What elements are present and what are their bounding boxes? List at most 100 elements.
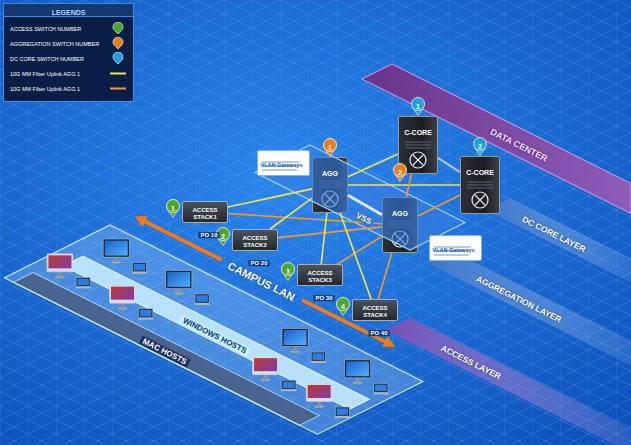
uplink-connector — [438, 158, 460, 172]
band-label: ACCESS LAYER — [439, 343, 502, 381]
laptop-lid — [195, 294, 209, 303]
legend-title: LEGENDS — [52, 9, 86, 16]
legend-text: 10G MM Fiber Uplink AGG 1 — [10, 86, 80, 92]
monitor-frame — [345, 360, 371, 378]
laptop-screen — [77, 279, 89, 286]
gateway-line — [434, 254, 469, 255]
laptop-lid — [282, 380, 296, 389]
access-switch: ACCESS STACK1 — [182, 201, 228, 223]
location-pin — [282, 263, 295, 281]
switch-name: AGG — [322, 170, 338, 178]
laptop — [373, 383, 389, 394]
vent-line — [405, 142, 431, 143]
monitor-screen — [105, 241, 128, 256]
monitor-frame — [282, 329, 308, 347]
uplink-connector — [338, 236, 382, 264]
gateway-title: VLAN Gateways — [433, 247, 475, 254]
laptop-base — [281, 389, 297, 391]
legend-row: 10G MM Fiber Uplink AGG 1 — [10, 66, 127, 81]
vent-line — [405, 148, 431, 149]
port-channel-label: PO 10 — [198, 232, 219, 238]
legend-row: ACCESS SWITCH NUMBER — [10, 21, 127, 36]
label-holder: 2 — [221, 225, 225, 243]
callout-number: 3 — [286, 268, 290, 275]
access-switch: ACCESS STACK4 — [352, 299, 398, 321]
access-switch: ACCESS STACK3 — [297, 264, 343, 286]
gateway-title: VLAN Gateways — [261, 162, 303, 169]
pin-head — [412, 98, 425, 111]
monitor-screen — [284, 330, 307, 345]
laptop-lid — [139, 309, 153, 318]
switch-name: ACCESS STACK3 — [301, 270, 339, 284]
gateway-box: VLAN Gateways — [429, 235, 482, 261]
switch-name: ACCESS STACK2 — [236, 235, 274, 249]
laptop-base — [194, 303, 210, 305]
laptop-base — [334, 416, 350, 418]
switch-emblem — [410, 152, 426, 168]
switch-name: C-CORE — [466, 169, 494, 177]
callout-number: 1 — [416, 103, 420, 110]
gateway-line — [262, 165, 293, 166]
pin-head — [474, 138, 487, 151]
port-channel-label: PO 40 — [368, 330, 389, 336]
monitor-screen — [254, 358, 277, 371]
laptop-lid — [335, 407, 349, 416]
label-holder: 1 — [416, 95, 420, 113]
legend-line-sample — [110, 88, 126, 90]
label-holder: 1 — [171, 197, 175, 215]
laptop-screen — [283, 381, 295, 388]
laptop-base — [132, 272, 148, 274]
legend-sample — [109, 52, 127, 65]
legend-sample — [109, 67, 127, 80]
layer-band: DC CORE LAYER — [486, 198, 631, 283]
port-channel-label: PO 30 — [313, 295, 334, 301]
switch-name: C-CORE — [404, 129, 432, 137]
location-pin — [394, 164, 407, 182]
uplink-connector — [278, 227, 382, 238]
legend-box: LEGENDS ACCESS SWITCH NUMBER AGGREGATION S… — [3, 3, 134, 102]
laptop — [138, 309, 154, 320]
band-label: DC CORE LAYER — [521, 214, 588, 254]
legend-line-sample — [110, 73, 126, 75]
pin-head — [324, 139, 337, 152]
vent-line — [405, 145, 431, 146]
label-holder: PO 30 — [313, 286, 334, 304]
access-switch: ACCESS STACK2 — [232, 229, 278, 251]
region-fill — [5, 225, 423, 434]
laptop-screen — [337, 408, 349, 415]
label-holder: 2 — [398, 161, 402, 179]
uplink-connector — [348, 184, 460, 186]
label-holder: LEGENDS — [4, 4, 133, 19]
laptop — [132, 263, 148, 274]
laptop-base — [373, 392, 389, 394]
legend-sample — [109, 82, 127, 95]
callout-number: 4 — [341, 303, 345, 310]
location-pin — [167, 200, 180, 218]
legend-text: AGGREGATION SWITCH NUMBER — [10, 41, 99, 47]
monitor-frame — [47, 254, 73, 272]
laptop — [75, 277, 91, 288]
laptop-screen — [196, 295, 208, 302]
label-holder: 1 — [328, 136, 332, 154]
monitor-frame — [103, 239, 129, 257]
region-title: VSS — [352, 210, 376, 228]
text-holder: AGGREGATION LAYER — [474, 267, 567, 326]
label-holder: 3 — [286, 260, 290, 278]
gateway-box: VLAN Gateways — [257, 150, 310, 176]
region-fill — [486, 198, 631, 283]
vent-line — [467, 188, 493, 189]
laptop-base — [310, 361, 326, 363]
laptop-lid — [76, 277, 90, 286]
label-holder: PO 10 — [198, 223, 219, 241]
laptop-screen — [313, 353, 325, 360]
legend-sample — [109, 22, 127, 35]
location-pin — [337, 298, 350, 316]
location-pin — [474, 138, 487, 156]
uplink-connector — [321, 213, 327, 264]
switch-emblem — [472, 192, 488, 208]
legend-row: AGGREGATION SWITCH NUMBER — [10, 36, 127, 51]
monitor-frame — [166, 270, 192, 288]
label-holder: 2 — [478, 135, 482, 153]
